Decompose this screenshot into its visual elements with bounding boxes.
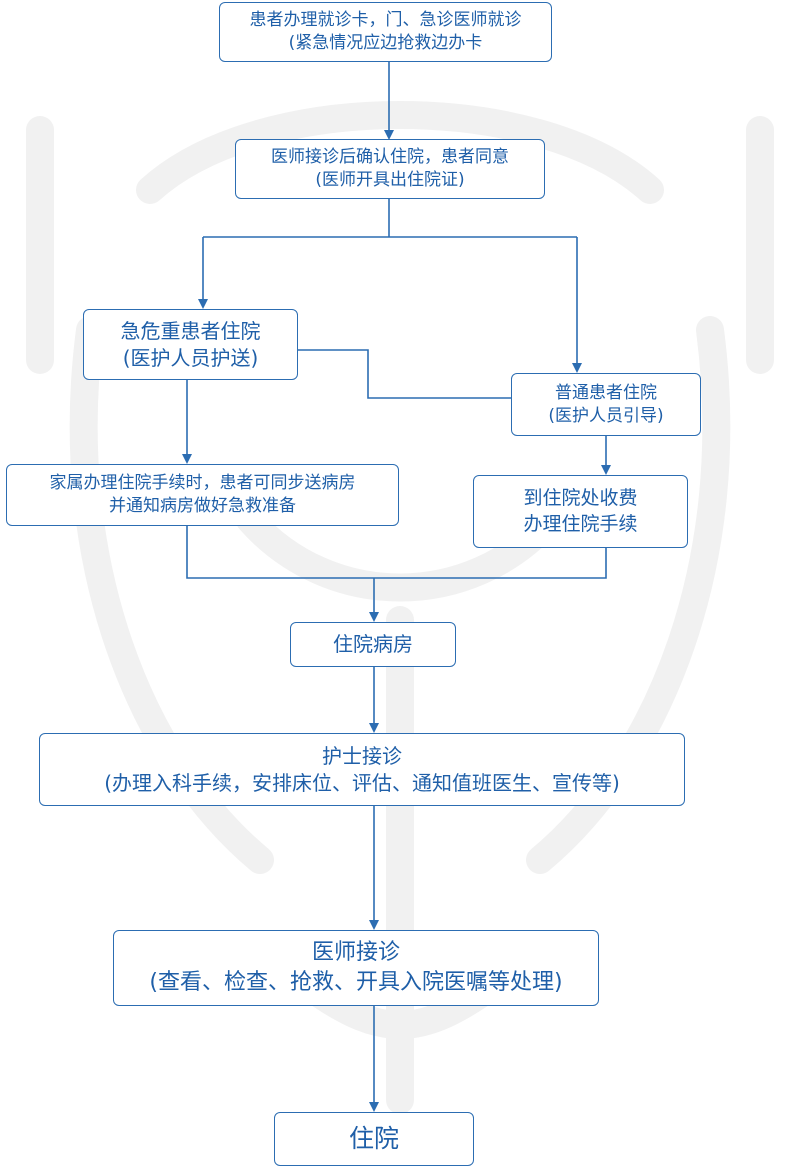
connector-critical-normal xyxy=(298,349,511,399)
node-ward-line1: 住院病房 xyxy=(333,632,413,656)
node-nurse-line1: 护士接诊 xyxy=(322,743,402,768)
node-nurse-line2: (办理入科手续，安排床位、评估、通知值班医生、宣传等) xyxy=(104,770,620,795)
node-visit: 患者办理就诊卡，门、急诊医师就诊 (紧急情况应边抢救边办卡 xyxy=(219,2,552,62)
connector-family-merge xyxy=(186,526,607,579)
node-family-line2: 并通知病房做好急救准备 xyxy=(109,496,296,516)
node-visit-line1: 患者办理就诊卡，门、急诊医师就诊 xyxy=(249,10,522,31)
node-family: 家属办理住院手续时，患者可同步送病房 并通知病房做好急救准备 xyxy=(6,464,399,526)
node-normal-line1: 普通患者住院 xyxy=(555,382,657,403)
node-confirm-line2: (医师开具出住院证) xyxy=(315,170,465,190)
node-admit-line1: 住院 xyxy=(348,1124,399,1154)
node-family-line1: 家属办理住院手续时，患者可同步送病房 xyxy=(49,473,356,494)
node-admit: 住院 xyxy=(274,1112,474,1166)
node-pay-line2: 办理住院手续 xyxy=(523,512,638,535)
node-normal-line2: (医护人员引导) xyxy=(548,405,664,426)
node-doctor-line2: (查看、检查、抢救、开具入院医嘱等处理) xyxy=(149,970,563,995)
node-nurse: 护士接诊 (办理入科手续，安排床位、评估、通知值班医生、宣传等) xyxy=(39,733,685,806)
node-confirm: 医师接诊后确认住院，患者同意 (医师开具出住院证) xyxy=(235,139,545,199)
node-ward: 住院病房 xyxy=(290,622,456,667)
node-visit-line2: (紧急情况应边抢救边办卡 xyxy=(288,33,483,53)
node-pay-line1: 到住院处收费 xyxy=(523,486,638,509)
node-doctor-line1: 医师接诊 xyxy=(311,940,400,966)
node-critical: 急危重患者住院 (医护人员护送) xyxy=(83,309,298,380)
node-doctor: 医师接诊 (查看、检查、抢救、开具入院医嘱等处理) xyxy=(113,930,599,1006)
node-critical-line1: 急危重患者住院 xyxy=(120,318,261,343)
node-normal: 普通患者住院 (医护人员引导) xyxy=(511,373,701,436)
node-pay: 到住院处收费 办理住院手续 xyxy=(473,475,688,548)
node-critical-line2: (医护人员护送) xyxy=(122,345,259,370)
node-confirm-line1: 医师接诊后确认住院，患者同意 xyxy=(271,147,509,168)
